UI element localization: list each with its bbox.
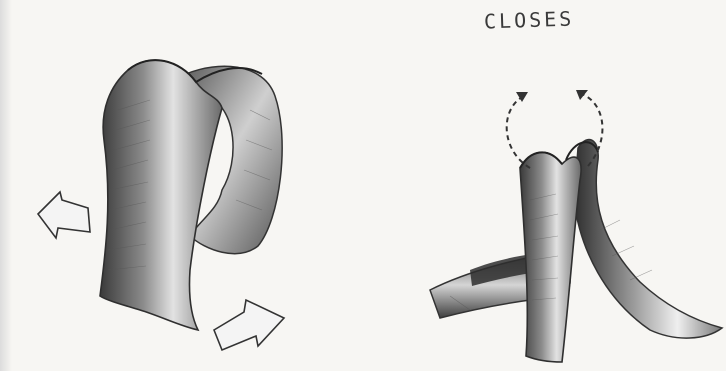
arrow-left-icon bbox=[38, 192, 90, 238]
arrow-right-icon bbox=[214, 300, 284, 350]
open-curled-surface bbox=[38, 60, 284, 350]
crossed-closing-surface bbox=[430, 90, 722, 362]
curved-dashed-arrow-left-icon bbox=[507, 96, 530, 168]
